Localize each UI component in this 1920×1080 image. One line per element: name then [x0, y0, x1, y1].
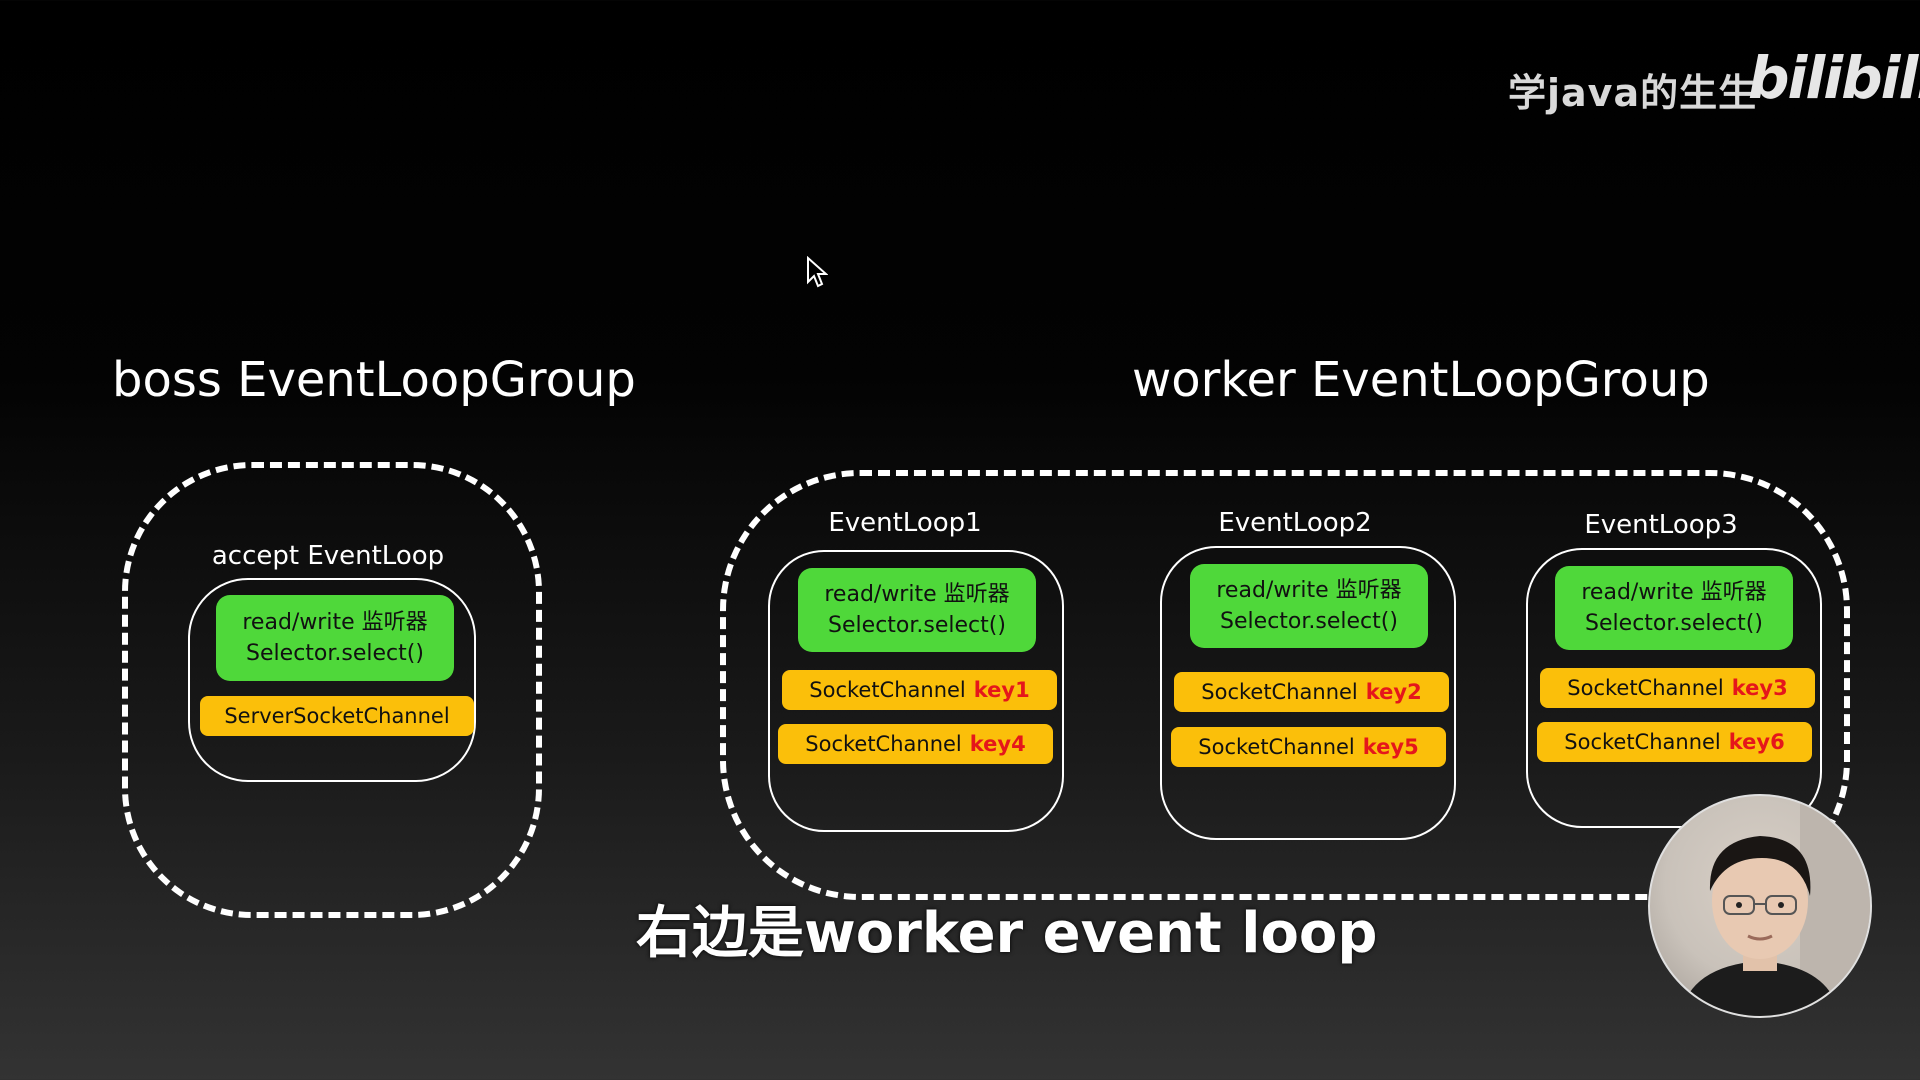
- channel-name: SocketChannel: [1564, 730, 1721, 754]
- channel-key: key1: [973, 678, 1030, 702]
- accept-eventloop-label: accept EventLoop: [211, 541, 445, 571]
- video-subtitle: 右边是worker event loop: [636, 901, 1378, 966]
- eventloop1-selector: read/write 监听器 Selector.select(): [798, 568, 1036, 652]
- channel-name: SocketChannel: [1198, 735, 1355, 759]
- eventloop3-selector: read/write 监听器 Selector.select(): [1555, 566, 1793, 650]
- boss-group-title: boss EventLoopGroup: [112, 352, 636, 408]
- eventloop2-channel-1: SocketChannel key2: [1174, 672, 1449, 712]
- eventloop1-channel-2: SocketChannel key4: [778, 724, 1053, 764]
- bilibili-logo: bilibili: [1748, 44, 1920, 112]
- eventloop2-box: [1160, 546, 1456, 840]
- boss-selector-line1: read/write 监听器: [242, 610, 428, 635]
- channel-watermark: 学java的生生: [1508, 71, 1758, 115]
- eventloop1-channel-1: SocketChannel key1: [782, 670, 1057, 710]
- eventloop3-selector-line2: Selector.select(): [1585, 611, 1763, 636]
- eventloop2-selector-line1: read/write 监听器: [1216, 578, 1402, 603]
- channel-key: key5: [1362, 735, 1419, 759]
- eventloop3-channel-2: SocketChannel key6: [1537, 722, 1812, 762]
- presenter-webcam: [1648, 794, 1872, 1018]
- channel-name: SocketChannel: [805, 732, 962, 756]
- eventloop2-selector: read/write 监听器 Selector.select(): [1190, 564, 1428, 648]
- eventloop1-box: [768, 550, 1064, 832]
- eventloop1-selector-line2: Selector.select(): [828, 613, 1006, 638]
- server-socket-channel-label: ServerSocketChannel: [224, 704, 450, 728]
- eventloop1-label: EventLoop1: [828, 508, 982, 538]
- channel-key: key2: [1365, 680, 1422, 704]
- channel-name: SocketChannel: [1567, 676, 1724, 700]
- eventloop2-channel-2: SocketChannel key5: [1171, 727, 1446, 767]
- server-socket-channel: ServerSocketChannel: [200, 696, 474, 736]
- eventloop3-box: [1526, 548, 1822, 828]
- eventloop1-selector-line1: read/write 监听器: [824, 582, 1010, 607]
- boss-group-boundary: [122, 462, 542, 918]
- worker-group-boundary: [720, 470, 1850, 900]
- presenter-portrait-icon: [1680, 796, 1870, 1016]
- channel-name: SocketChannel: [1201, 680, 1358, 704]
- boss-selector: read/write 监听器 Selector.select(): [216, 595, 454, 681]
- boss-selector-line2: Selector.select(): [246, 641, 424, 666]
- worker-group-title: worker EventLoopGroup: [1132, 352, 1710, 408]
- accept-eventloop-box: [188, 578, 476, 782]
- eventloop2-selector-line2: Selector.select(): [1220, 609, 1398, 634]
- eventloop3-label: EventLoop3: [1584, 510, 1738, 540]
- channel-key: key3: [1731, 676, 1788, 700]
- eventloop3-selector-line1: read/write 监听器: [1581, 580, 1767, 605]
- channel-name: SocketChannel: [809, 678, 966, 702]
- eventloop2-label: EventLoop2: [1218, 508, 1372, 538]
- channel-key: key6: [1728, 730, 1785, 754]
- eventloop3-channel-1: SocketChannel key3: [1540, 668, 1815, 708]
- channel-key: key4: [969, 732, 1026, 756]
- mouse-cursor-icon: [807, 256, 828, 288]
